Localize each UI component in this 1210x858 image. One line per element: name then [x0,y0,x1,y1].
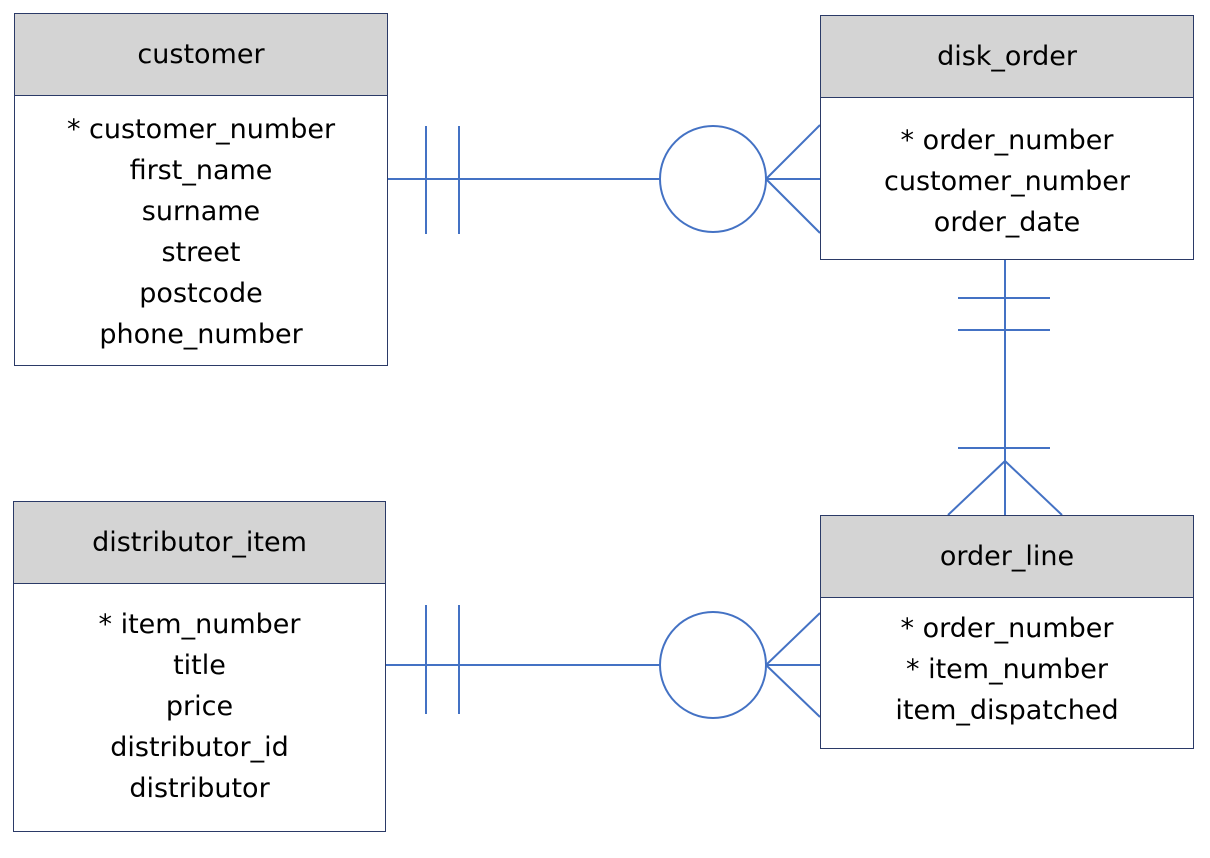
attribute: customer_number [883,166,1131,197]
attribute: * order_number [900,125,1114,156]
relationship-disk-order-order-line [947,260,1063,516]
attribute: distributor [129,773,270,804]
entity-title: disk_order [821,16,1193,98]
attribute: item_dispatched [895,695,1119,726]
attribute: * customer_number [66,114,336,145]
attribute: * item_number [906,654,1108,685]
entity-title: order_line [821,516,1193,598]
attribute-list: * order_number * item_number item_dispat… [821,598,1193,731]
relationship-distributor-item-order-line [386,605,821,719]
attribute: street [161,237,241,268]
crowfoot-prong [947,460,1006,516]
entity-disk-order: disk_order * order_number customer_numbe… [820,15,1194,260]
attribute: order_date [933,207,1081,238]
attribute: * order_number [900,613,1114,644]
attribute-list: * customer_number first_name surname str… [15,96,387,355]
crowfoot-prong [765,124,821,180]
zero-circle-mark [659,611,767,719]
relationship-customer-disk-order [388,124,821,234]
entity-title: customer [15,14,387,96]
attribute: phone_number [99,319,303,350]
attribute-list: * order_number customer_number order_dat… [821,98,1193,243]
entity-distributor-item: distributor_item * item_number title pri… [13,501,386,832]
attribute-list: * item_number title price distributor_id… [14,584,385,809]
crowfoot-prong [765,612,821,666]
entity-title: distributor_item [14,502,385,584]
attribute: distributor_id [110,732,289,763]
attribute: title [173,650,226,681]
crowfoot-prong [765,664,821,718]
entity-customer: customer * customer_number first_name su… [14,13,388,366]
attribute: price [165,691,234,722]
attribute: * item_number [98,609,301,640]
attribute: surname [141,196,261,227]
zero-circle-mark [659,125,767,233]
attribute: first_name [129,155,273,186]
crowfoot-prong [765,178,821,234]
entity-order-line: order_line * order_number * item_number … [820,515,1194,749]
attribute: postcode [139,278,263,309]
crowfoot-prong [1004,460,1063,516]
